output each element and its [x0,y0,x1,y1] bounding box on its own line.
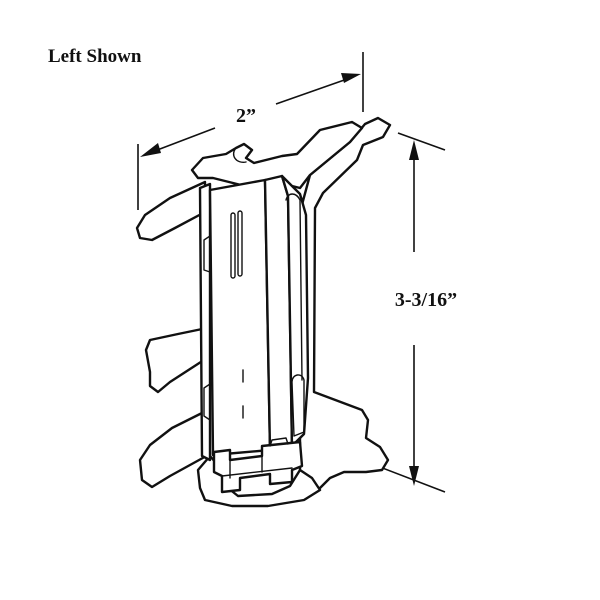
side-tab-upper [203,235,211,273]
bottom-clip-block [212,440,304,494]
front-slot-right [237,210,243,277]
side-tab-lower [203,383,211,421]
clip-inner-line-3 [221,467,293,477]
height-dimension: 3-3/16” [371,132,457,493]
width-dimension: 2” [137,52,364,210]
front-slot-left [230,212,236,279]
channel-lower-window [291,374,305,437]
upper-left-arm [135,180,207,242]
back-plate [298,116,392,492]
height-label: 3-3/16” [395,289,457,311]
bracket-part [135,116,392,508]
height-arrow-top [409,140,419,160]
height-ext-line-top [397,132,446,151]
channel-top-curl [285,193,303,381]
width-arrow-right [341,73,361,83]
body-left-strip [198,182,212,462]
width-label: 2” [236,105,256,127]
body-front-face [208,178,272,457]
height-arrow-bottom [409,466,419,486]
top-hook-curl [232,147,247,163]
width-arrow-left [140,143,161,157]
caption-left-shown: Left Shown [48,46,142,67]
width-dim-line-right [275,77,351,105]
middle-left-tab [144,326,209,394]
lower-left-arm [138,408,212,489]
width-dim-line-left [151,127,216,153]
clip-notch [269,437,289,447]
